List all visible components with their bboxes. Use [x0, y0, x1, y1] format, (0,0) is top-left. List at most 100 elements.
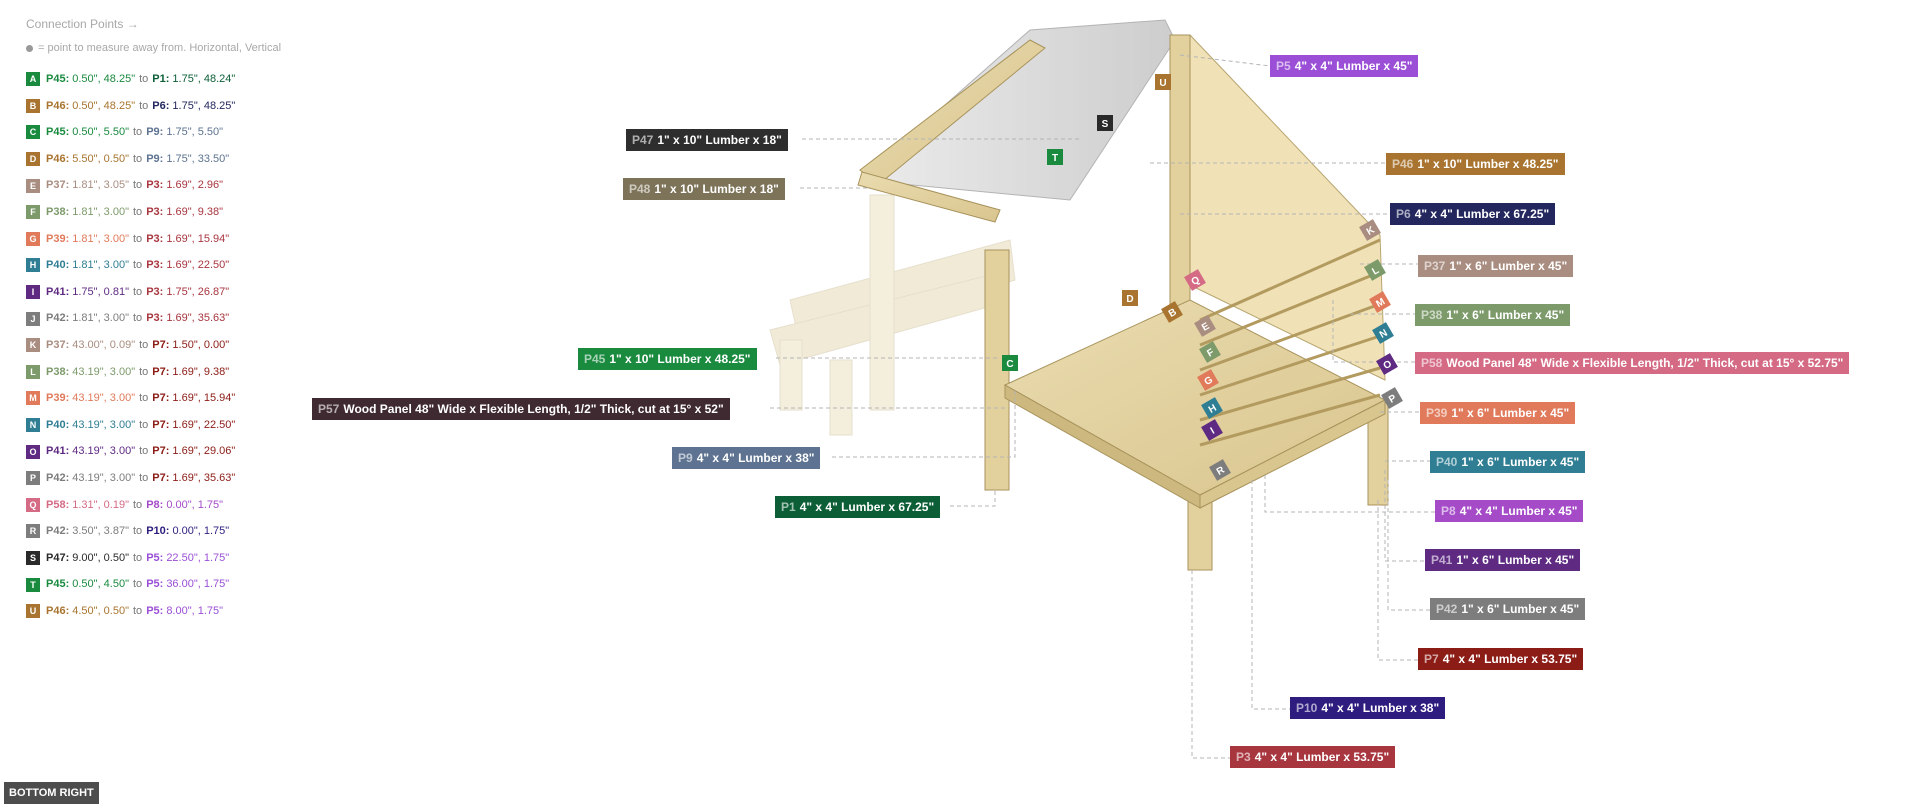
legend-letter-badge: N: [26, 418, 40, 433]
from-value: 1.81", 3.00": [72, 259, 129, 272]
marker-badge: [1199, 341, 1221, 363]
from-part: P47:: [46, 551, 70, 564]
marker-badge: [1194, 315, 1216, 337]
part-description: 1" x 6" Lumber x 45": [1456, 553, 1575, 567]
roof-frame-front: [857, 171, 1001, 223]
from-part: P42:: [46, 471, 70, 484]
from-value: 9.00", 0.50": [72, 551, 129, 564]
marker-letter: T: [1052, 153, 1058, 164]
from-part: P38:: [46, 365, 70, 378]
to-part: P5:: [146, 578, 164, 591]
part-id: P57: [318, 402, 340, 416]
ghost-leg-3: [869, 194, 895, 411]
to-part: P9:: [146, 126, 164, 139]
part-description: 4" x 4" Lumber x 38": [696, 451, 815, 465]
part-description: Wood Panel 48" Wide x Flexible Length, 1…: [1446, 356, 1844, 370]
from-value: 43.19", 3.00": [72, 445, 136, 458]
marker-badge: [1097, 115, 1113, 131]
marker-badge: [1155, 74, 1171, 90]
to-word: to: [133, 126, 143, 139]
from-value: 1.81", 3.00": [72, 205, 129, 218]
part-description: 1" x 6" Lumber x 45": [1461, 602, 1580, 616]
slat-P42: [1199, 393, 1381, 447]
marker-badge: [1364, 259, 1386, 281]
to-value: 1.50", 0.00": [172, 338, 230, 351]
to-value: 22.50", 1.75": [166, 551, 230, 564]
marker-badge: [1381, 387, 1403, 409]
from-value: 0.50", 48.25": [72, 99, 136, 112]
legend-letter-badge: L: [26, 364, 40, 379]
marker-badge: [1201, 419, 1223, 441]
marker-badge: [1002, 355, 1018, 371]
to-part: P3:: [146, 179, 164, 192]
marker-t: T: [1047, 149, 1063, 165]
marker-letter: B: [1167, 307, 1179, 320]
leader-P8: [1264, 475, 1435, 513]
to-word: to: [133, 551, 143, 564]
view-badge[interactable]: BOTTOM RIGHT: [4, 782, 99, 804]
from-part: P45:: [46, 578, 70, 591]
to-part: P5:: [146, 551, 164, 564]
slat-P40: [1199, 334, 1381, 397]
marker-s: S: [1097, 115, 1113, 131]
legend-letter-badge: A: [26, 72, 40, 87]
part-description: 4" x 4" Lumber x 45": [1294, 59, 1413, 73]
to-value: 0.00", 1.75": [166, 498, 224, 511]
marker-letter: F: [1205, 347, 1216, 360]
marker-h: H: [1201, 397, 1223, 419]
legend-title: Connection Points →: [26, 17, 139, 31]
part-description: 4" x 4" Lumber x 53.75": [1254, 750, 1390, 764]
part-description: 4" x 4" Lumber x 45": [1459, 504, 1578, 518]
part-id: P42: [1436, 602, 1458, 616]
leader-P42: [1387, 480, 1430, 611]
marker-b: B: [1161, 301, 1183, 323]
legend-letter-badge: M: [26, 391, 40, 406]
from-part: P46:: [46, 604, 70, 617]
to-value: 1.69", 9.38": [166, 205, 224, 218]
to-value: 1.69", 15.94": [166, 232, 230, 245]
to-word: to: [133, 525, 143, 538]
to-part: P8:: [146, 498, 164, 511]
marker-letter: C: [1006, 359, 1013, 370]
legend-letter-badge: S: [26, 550, 40, 565]
from-value: 0.50", 5.50": [72, 126, 129, 139]
to-value: 1.69", 15.94": [172, 392, 236, 405]
to-part: P9:: [146, 152, 164, 165]
marker-badge: [1161, 301, 1183, 323]
marker-badge: [1201, 397, 1223, 419]
ghost-floor-panel: [789, 239, 1016, 346]
legend-letter-badge: O: [26, 444, 40, 459]
part-id: P3: [1236, 750, 1251, 764]
from-value: 1.81", 3.00": [72, 232, 129, 245]
point-dot-icon: [26, 44, 33, 52]
marker-m: M: [1369, 291, 1391, 313]
ghost-parts: [769, 194, 1016, 436]
to-word: to: [133, 152, 143, 165]
to-word: to: [139, 471, 149, 484]
leader-P5: [1179, 54, 1271, 67]
to-word: to: [133, 259, 143, 272]
part-id: P6: [1396, 207, 1411, 221]
legend-letter-badge: F: [26, 205, 40, 220]
marker-letter: D: [1126, 294, 1133, 305]
to-value: 8.00", 1.75": [166, 604, 224, 617]
to-part: P1:: [152, 73, 170, 85]
marker-p: P: [1381, 387, 1403, 409]
